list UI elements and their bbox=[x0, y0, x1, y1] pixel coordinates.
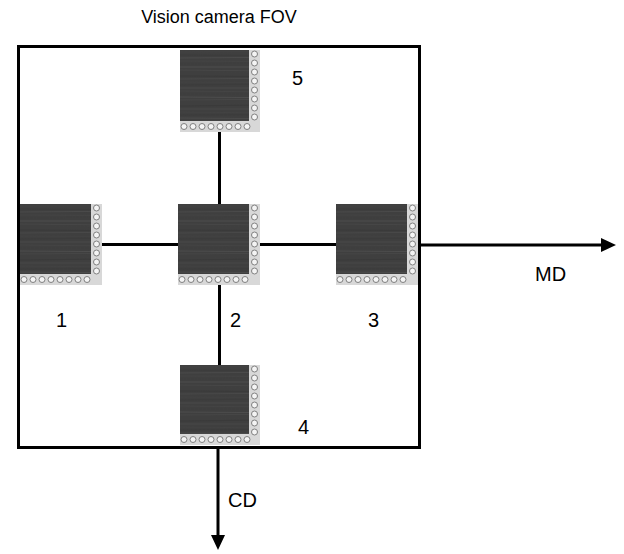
connector-line bbox=[218, 285, 221, 365]
callout-number: 3 bbox=[368, 308, 379, 332]
camera-fov-frame: Vision camera FOV51234 bbox=[17, 45, 421, 449]
callout-number: 5 bbox=[292, 66, 303, 90]
sample-square: 1 bbox=[20, 204, 102, 285]
sample-image bbox=[20, 204, 102, 285]
md-arrowhead bbox=[601, 238, 616, 252]
direction-label: MD bbox=[535, 262, 566, 286]
connector-line bbox=[218, 132, 221, 204]
sample-image bbox=[178, 204, 260, 285]
sample-image bbox=[336, 204, 418, 285]
sample-image bbox=[180, 365, 260, 445]
sample-square: 4 bbox=[180, 365, 260, 445]
direction-label: CD bbox=[228, 488, 257, 512]
sample-image bbox=[180, 50, 260, 132]
callout-number: 4 bbox=[298, 415, 309, 439]
cd-arrow-line bbox=[217, 449, 220, 537]
connector-line bbox=[260, 243, 336, 246]
sample-square: 5 bbox=[180, 50, 260, 132]
connector-line bbox=[102, 243, 178, 246]
sample-square: 2 bbox=[178, 204, 260, 285]
frame-title: Vision camera FOV bbox=[141, 7, 297, 29]
callout-number: 1 bbox=[56, 308, 67, 332]
cd-arrowhead bbox=[211, 535, 225, 550]
md-arrow-line bbox=[421, 244, 603, 247]
sample-square: 3 bbox=[336, 204, 418, 285]
callout-number: 2 bbox=[230, 308, 241, 332]
